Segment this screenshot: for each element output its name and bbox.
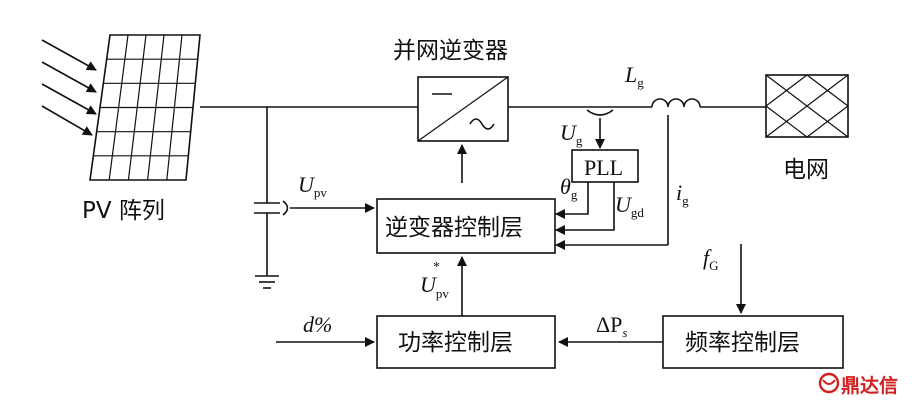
inverter-title: 并网逆变器 xyxy=(393,38,508,64)
frequency-control-label: 频率控制层 xyxy=(685,330,800,356)
pll-block xyxy=(571,149,639,183)
upv-ref-star: * xyxy=(433,260,440,275)
inductor-icon xyxy=(651,98,701,108)
watermark-text: 鼎达信 xyxy=(841,374,898,397)
duty-label: d% xyxy=(303,312,332,337)
delta-ps-label: ΔPs xyxy=(596,312,627,340)
lg-label: Lg xyxy=(624,62,644,90)
upv-ref-label: Upv xyxy=(420,272,449,301)
dc-ac-converter-icon xyxy=(417,76,509,142)
theta-signal-line xyxy=(555,182,589,219)
sunlight-arrows xyxy=(41,39,97,136)
ig-label: ig xyxy=(676,180,689,208)
pll-label: PLL xyxy=(584,155,623,180)
power-control-label: 功率控制层 xyxy=(398,330,513,356)
solar-panel-icon xyxy=(89,34,201,181)
ugd-label: Ugd xyxy=(615,192,644,220)
ground-icon xyxy=(255,275,279,289)
power-control-block xyxy=(376,315,556,369)
theta-label: θg xyxy=(560,174,578,202)
watermark-logo: 鼎达信 xyxy=(818,372,898,397)
grid-label: 电网 xyxy=(783,157,829,183)
inverter-control-block xyxy=(376,198,556,254)
upv-label: Upv xyxy=(298,172,327,200)
ugd-signal-line xyxy=(555,182,615,235)
capacitor-icon xyxy=(254,107,280,276)
inverter-control-label: 逆变器控制层 xyxy=(385,215,523,241)
ug-label: Ug xyxy=(560,120,583,148)
power-grid-icon xyxy=(765,74,849,138)
ug-sensor-arc xyxy=(586,109,614,116)
fg-label: fG xyxy=(703,245,719,273)
upv-sensor-arc xyxy=(282,200,289,216)
pv-array-label: PV 阵列 xyxy=(82,198,165,224)
